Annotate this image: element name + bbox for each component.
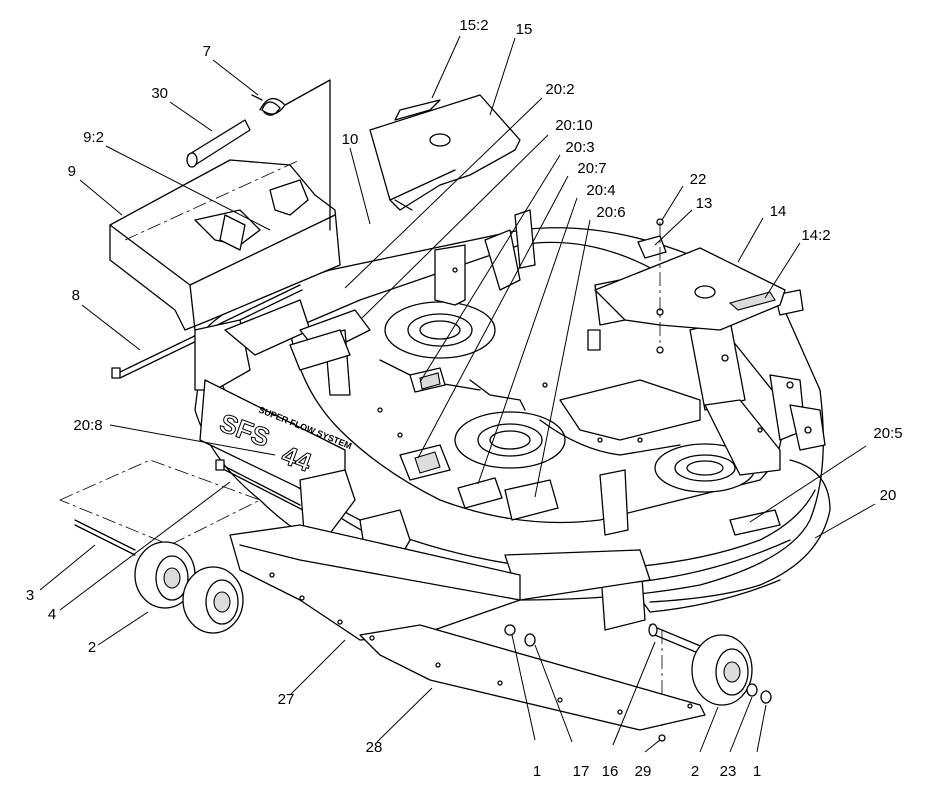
callout-15: 15 xyxy=(516,21,533,38)
callout-1-right: 1 xyxy=(753,763,761,780)
callout-20-5: 20:5 xyxy=(873,425,902,442)
callout-28: 28 xyxy=(366,739,383,756)
right-wheel xyxy=(504,549,772,742)
callout-20-7: 20:7 xyxy=(577,160,606,177)
callout-2-left: 2 xyxy=(88,639,96,656)
callout-3: 3 xyxy=(26,587,34,604)
baffle-plates xyxy=(229,524,706,731)
belt-cover-left xyxy=(369,94,521,211)
callout-20-4: 20:4 xyxy=(586,182,615,199)
callout-14: 14 xyxy=(770,203,787,220)
callout-20-3: 20:3 xyxy=(565,139,594,156)
leader-lines xyxy=(39,35,876,753)
callout-20: 20 xyxy=(880,487,897,504)
deck-decals xyxy=(289,329,781,536)
callout-2-right: 2 xyxy=(691,763,699,780)
callout-27: 27 xyxy=(278,691,295,708)
callout-9-2: 9:2 xyxy=(83,129,104,146)
callout-29: 29 xyxy=(635,763,652,780)
callout-8: 8 xyxy=(72,287,80,304)
callout-20-6: 20:6 xyxy=(596,204,625,221)
callout-14-2: 14:2 xyxy=(801,227,830,244)
callout-1-mid: 1 xyxy=(533,763,541,780)
callout-23: 23 xyxy=(720,763,737,780)
callout-17: 17 xyxy=(573,763,590,780)
callout-20-8: 20:8 xyxy=(73,417,102,434)
callout-13: 13 xyxy=(696,195,713,212)
discharge-chute-assembly xyxy=(109,79,371,396)
callout-20-10: 20:10 xyxy=(555,117,593,134)
callout-9: 9 xyxy=(68,163,76,180)
callout-15-2: 15:2 xyxy=(459,17,488,34)
callout-10: 10 xyxy=(342,131,359,148)
callout-7: 7 xyxy=(203,43,211,60)
callout-labels: 7 30 9:2 9 10 8 15:2 15 20:2 20:10 20:3 … xyxy=(26,17,903,780)
callout-30: 30 xyxy=(151,85,168,102)
callout-20-2: 20:2 xyxy=(545,81,574,98)
callout-16: 16 xyxy=(602,763,619,780)
callout-22: 22 xyxy=(690,171,707,188)
callout-4: 4 xyxy=(48,606,56,623)
